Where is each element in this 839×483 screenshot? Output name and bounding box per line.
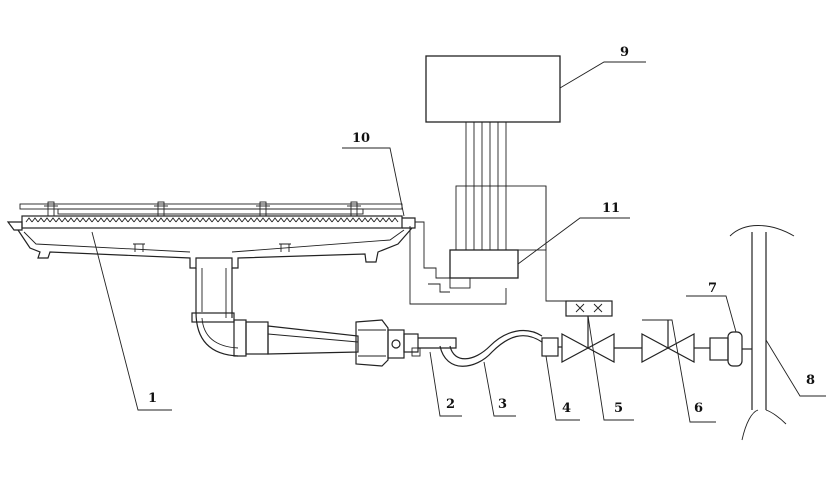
venturi-tube (267, 325, 359, 355)
callout-7: 7 (708, 281, 717, 296)
callout-4: 4 (562, 401, 571, 416)
solenoid-valve-right (586, 332, 615, 364)
callout-10: 10 (352, 131, 370, 146)
gas-train (541, 300, 752, 367)
elbow-outer (195, 311, 239, 357)
display-unit-9 (425, 55, 561, 123)
leader-10 (342, 147, 405, 217)
callout-5: 5 (614, 401, 623, 416)
nozzle-plug (411, 347, 421, 357)
burner-inner-rail (57, 208, 364, 215)
burner-assembly (6, 201, 416, 318)
burner-right-lip (402, 217, 416, 229)
leader-8 (765, 339, 826, 397)
leader-9 (559, 61, 646, 89)
tube-collar (245, 321, 269, 355)
wire-thermocouple-c (428, 283, 450, 293)
mixing-tube (191, 311, 457, 367)
controller-terminal (449, 277, 471, 289)
wire-thermocouple-b (409, 226, 507, 305)
burner-top-rail (19, 203, 403, 210)
burner-boss-2 (279, 243, 291, 252)
nozzle-block (403, 333, 419, 353)
callout-8: 8 (806, 373, 815, 388)
tube-flange-left (233, 319, 247, 357)
venturi-inner-line (267, 333, 359, 343)
hose-outer (439, 335, 543, 367)
elbow-collar (191, 312, 235, 323)
nozzle-2 (418, 337, 457, 349)
leader-5 (587, 315, 634, 421)
solenoid-valve-left (561, 332, 590, 364)
burner-throat (195, 268, 233, 318)
leader-4 (545, 355, 580, 421)
burner-left-lip (6, 221, 23, 231)
flame-ports (25, 217, 399, 223)
manual-valve-right (666, 332, 695, 364)
burner-throat-inner (201, 268, 227, 318)
controller-11 (449, 249, 519, 279)
main-pipe-break-top (729, 225, 795, 237)
injector-screw (391, 339, 401, 349)
flexible-hose (439, 329, 543, 367)
callout-9: 9 (620, 45, 629, 60)
union-nut (709, 337, 729, 361)
solenoid-coil (565, 300, 613, 317)
wire-thermocouple-a (415, 221, 450, 279)
solenoid-coil-mark (575, 303, 603, 313)
leader-7 (686, 295, 737, 333)
hose-inner (449, 329, 543, 360)
callout-11: 11 (602, 201, 620, 216)
main-gas-pipe (729, 225, 795, 441)
hose-connector-4 (541, 337, 559, 357)
union-body-7 (727, 331, 743, 367)
leader-1 (91, 231, 172, 411)
burner-bowl-inner (23, 229, 405, 253)
leader-lines (91, 61, 826, 423)
callout-6: 6 (694, 401, 703, 416)
controller-frame (455, 185, 547, 251)
injector-holder (387, 329, 405, 359)
leader-2 (429, 351, 462, 417)
control-system (409, 55, 566, 305)
leader-3 (483, 361, 516, 417)
burner-boss-1 (133, 243, 145, 252)
callout-2: 2 (446, 397, 455, 412)
callout-1: 1 (148, 391, 157, 406)
burner-bowl-outline (17, 227, 413, 269)
callout-3: 3 (498, 397, 507, 412)
leader-11 (517, 217, 630, 265)
manual-valve-left (641, 332, 670, 364)
callout-labels: 1 2 3 4 5 6 7 8 9 10 11 (148, 45, 815, 416)
injector-body (355, 319, 389, 367)
leader-6 (642, 319, 716, 423)
main-pipe-break-bottom (741, 409, 787, 441)
wire-to-solenoid (545, 186, 566, 302)
